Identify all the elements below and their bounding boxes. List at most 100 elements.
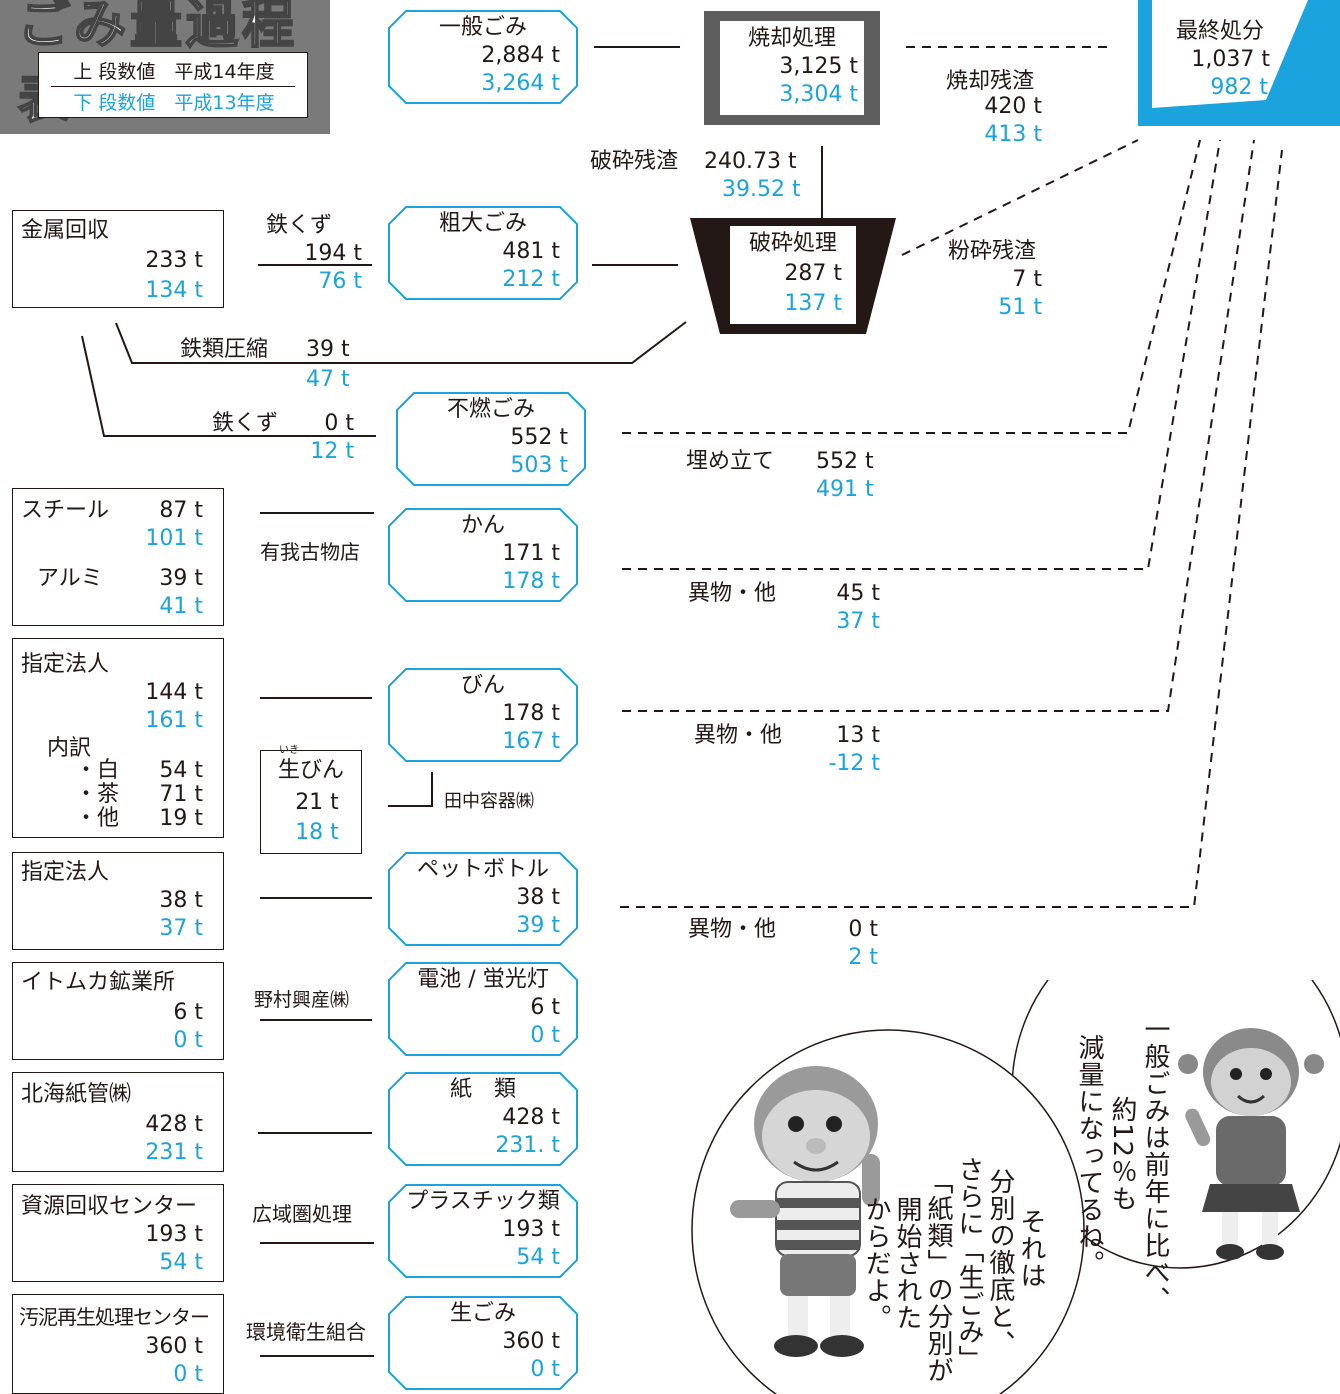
iron-scrap2-label: 鉄くず	[212, 411, 279, 436]
iron-compress-v13: 47 t	[306, 367, 350, 392]
metal-recovery-box: 金属回収 233 t 134 t	[12, 210, 224, 308]
crush-residue-label: 破砕残渣	[590, 149, 679, 174]
crush-residue-v13: 39.52 t	[722, 177, 801, 202]
itomuka-v14: 6 t	[173, 1000, 203, 1025]
corp-bottle-label: 指定法人	[21, 652, 110, 677]
crush-residue-v14: 240.73 t	[704, 149, 797, 174]
hokkai-v13: 231 t	[145, 1140, 203, 1165]
alu-v13: 41 t	[159, 594, 203, 619]
itomuka-box: イトムカ鉱業所 6 t 0 t	[12, 962, 224, 1060]
hokkai-v14: 428 t	[145, 1112, 203, 1137]
pet-label: ペットボトル	[416, 857, 549, 882]
powder-residue-v13: 51 t	[998, 295, 1042, 320]
incineration-box: 焼却処理 3,125 t 3,304 t	[704, 11, 880, 125]
paper-label: 紙 類	[449, 1077, 516, 1102]
steel-label: スチール	[21, 498, 110, 523]
other-label: ・他	[75, 806, 120, 831]
resource-v13: 54 t	[159, 1250, 203, 1275]
crushing-label: 破砕処理	[748, 231, 837, 256]
legend-lower-mark: 下	[73, 92, 93, 114]
foreign2-v14: 13 t	[836, 723, 880, 748]
girl-speech-line-2: 減量になってるね。	[1074, 1034, 1104, 1277]
sludge-center-box: 汚泥再生処理センター 360 t 0 t	[12, 1294, 224, 1394]
paper-v14: 428 t	[502, 1105, 560, 1130]
boy-speech-line-1: 分別の徹底と、	[985, 1168, 1015, 1357]
raw-bottle-ruby: いき	[279, 745, 299, 756]
iron-compress-v14: 39 t	[306, 337, 350, 362]
pet-v14: 38 t	[516, 885, 560, 910]
battery-v13: 0 t	[530, 1023, 560, 1048]
white-label: ・白	[75, 758, 120, 783]
final-v14: 1,037 t	[1191, 47, 1270, 72]
metal-v13: 134 t	[145, 278, 203, 303]
itomuka-v13: 0 t	[173, 1028, 203, 1053]
brown-v: 71 t	[159, 782, 203, 807]
corp-bottle-v14: 144 t	[145, 680, 203, 705]
sludge-v14: 360 t	[145, 1334, 203, 1359]
incineration-v13: 3,304 t	[779, 82, 858, 107]
final-disposal-shape	[1138, 0, 1340, 126]
foreign1-label: 異物・他	[688, 581, 777, 606]
hokkai-box: 北海紙管㈱ 428 t 231 t	[12, 1072, 224, 1172]
nonburn-label: 不燃ごみ	[446, 397, 535, 422]
other-v: 19 t	[159, 806, 203, 831]
boy-speech-line-4: 開始された	[892, 1196, 922, 1331]
organic-v13: 0 t	[530, 1357, 560, 1382]
brown-label: ・茶	[75, 782, 120, 807]
girl-speech-line-0: 一般ごみは前年に比べ、	[1140, 1016, 1170, 1313]
legend-box: 上 段数値 平成14年度 下 段数値 平成13年度	[38, 52, 308, 118]
foreign3-v13: 2 t	[848, 945, 878, 970]
incineration-label: 焼却処理	[747, 26, 836, 51]
bottle-label: びん	[460, 673, 505, 698]
boy-speech-line-0: それは	[1016, 1208, 1046, 1289]
powder-residue-v14: 7 t	[1012, 267, 1042, 292]
organic-label: 生ごみ	[449, 1301, 516, 1326]
raw-bottle-box: いき 生びん 21 t 18 t	[260, 745, 362, 854]
agent-koiki: 広域圏処理	[252, 1202, 352, 1226]
crushing-v13: 137 t	[784, 291, 842, 316]
can-v14: 171 t	[502, 541, 560, 566]
legend-lower-text: 段数値 平成13年度	[92, 92, 275, 114]
raw-bottle-label: 生びん	[277, 758, 344, 783]
nonburn-v14: 552 t	[510, 425, 568, 450]
incineration-v14: 3,125 t	[779, 54, 858, 79]
legend-lower: 下 段数値 平成13年度	[39, 89, 309, 117]
breakdown-label: 内訳	[47, 736, 92, 761]
foreign2-label: 異物・他	[694, 723, 783, 748]
girl-character-icon	[1178, 1028, 1324, 1260]
legend-upper: 上 段数値 平成14年度	[73, 61, 275, 83]
battery-label: 電池 / 蛍光灯	[417, 967, 549, 992]
general-v14: 2,884 t	[481, 43, 560, 68]
foreign1-v14: 45 t	[836, 581, 880, 606]
boy-speech-line-2: さらに「生ごみ」	[954, 1156, 984, 1372]
powder-residue-label: 粉砕残渣	[948, 239, 1037, 264]
steel-alu-box: スチール 87 t 101 t アルミ 39 t 41 t	[12, 488, 224, 626]
center-box-organic: 生ごみ 360 t 0 t	[388, 1296, 578, 1390]
metal-label: 金属回収	[21, 218, 110, 243]
foreign3-label: 異物・他	[688, 917, 777, 942]
title-panel: ごみ量過程表 上 段数値 平成14年度 下 段数値 平成13年度	[0, 0, 330, 134]
raw-bottle-v13: 18 t	[295, 820, 339, 845]
bulky-v14: 481 t	[502, 239, 560, 264]
corp-pet-label: 指定法人	[21, 860, 110, 885]
can-v13: 178 t	[502, 569, 560, 594]
crushing-box: 破砕処理 287 t 137 t	[730, 226, 856, 324]
crushing-v14: 287 t	[784, 261, 842, 286]
foreign3-v14: 0 t	[848, 917, 878, 942]
incin-residue-v13: 413 t	[984, 122, 1042, 147]
organic-v14: 360 t	[502, 1329, 560, 1354]
bulky-label: 粗大ごみ	[438, 211, 527, 236]
resource-center-box: 資源回収センター 193 t 54 t	[12, 1184, 224, 1282]
boy-speech-line-5: からだよ。	[861, 1196, 891, 1331]
iron-scrap1-v13: 76 t	[318, 269, 362, 294]
boy-character-icon	[730, 1066, 880, 1357]
final-label: 最終処分	[1175, 19, 1264, 44]
bottle-v13: 167 t	[502, 729, 560, 754]
corp-pet-v13: 37 t	[159, 916, 203, 941]
